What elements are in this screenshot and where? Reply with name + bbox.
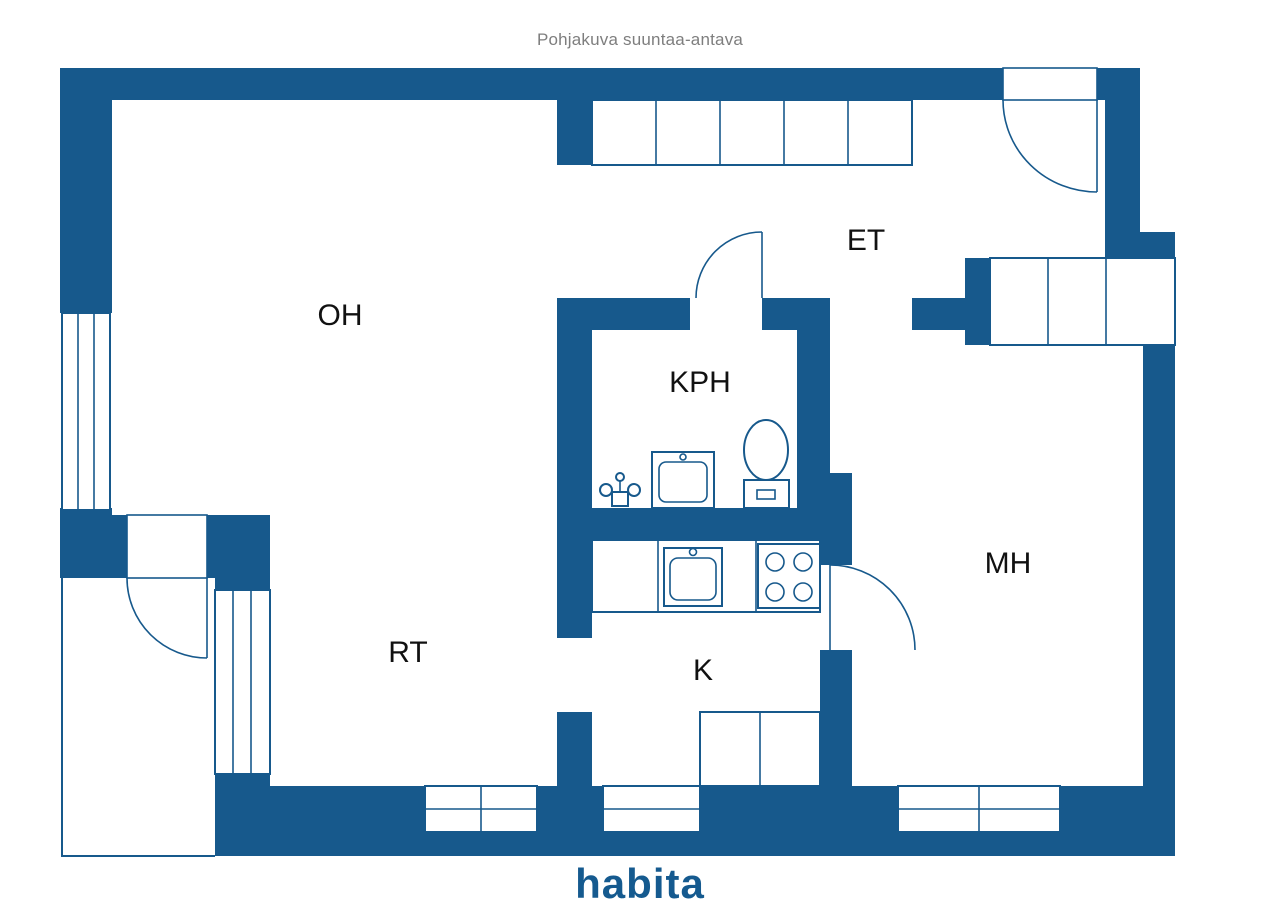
entrance-door-swing-arc xyxy=(1002,99,1098,193)
room-label-kph: KPH xyxy=(669,366,731,399)
faucet-head xyxy=(615,472,625,482)
washbasin-faucet-dot xyxy=(679,453,687,461)
stove-icon xyxy=(757,543,821,609)
et-closet-row xyxy=(591,99,913,166)
windows xyxy=(61,67,1098,833)
bathroom-fixtures xyxy=(599,419,790,509)
wall-kitchen-mh-lower xyxy=(820,650,852,786)
habita-logo: habita xyxy=(575,860,705,905)
faucet-body xyxy=(611,491,629,507)
room-label-mh: MH xyxy=(985,547,1032,580)
stove-burner xyxy=(793,552,813,572)
stove-burner xyxy=(765,582,785,602)
balcony-edge-line xyxy=(61,578,215,857)
wall-center-vertical xyxy=(557,298,592,638)
wall-kitchen-mh-upper xyxy=(820,540,852,565)
mh-closet xyxy=(989,257,1176,346)
room-label-et: ET xyxy=(847,224,885,257)
mh-door-swing-arc xyxy=(829,564,916,651)
wall-left-mid xyxy=(60,508,112,578)
wall-top-left xyxy=(60,68,1003,100)
wall-kph-bottom xyxy=(557,508,830,540)
kph-door-swing-arc xyxy=(695,231,763,299)
window-left xyxy=(61,312,111,511)
wall-stub-window-top xyxy=(215,578,270,590)
wall-stub-center-top xyxy=(557,68,592,165)
room-label-rt: RT xyxy=(388,636,427,669)
wall-stub-window-bottom xyxy=(215,774,270,786)
balcony-door-swing-arc xyxy=(126,577,208,659)
balcony-outline xyxy=(61,578,215,857)
wall-stub-center-bottom xyxy=(557,712,592,786)
kitchen-fixtures xyxy=(591,539,821,613)
balcony-door-opening xyxy=(126,514,208,579)
kitchen-sink-faucet-dot xyxy=(688,547,698,557)
wall-et-mh xyxy=(912,298,965,330)
wall-stub-mh-closet xyxy=(965,258,992,345)
room-labels: OH ET KPH MH RT K xyxy=(318,224,1032,687)
wall-bottom-left-corner xyxy=(215,786,270,856)
wall-right-upper xyxy=(1105,68,1140,240)
faucet-icon xyxy=(599,472,641,507)
room-label-oh: OH xyxy=(318,299,363,332)
doors xyxy=(126,99,1098,659)
window-balcony-side xyxy=(214,589,271,775)
faucet-knob xyxy=(599,483,613,497)
wall-kph-top-left xyxy=(557,298,690,330)
wall-kitchen-corner xyxy=(797,473,852,540)
wall-left-upper xyxy=(60,68,112,313)
toilet-tank-detail xyxy=(756,489,776,500)
room-label-k: K xyxy=(693,654,713,687)
toilet-icon xyxy=(743,419,789,481)
kitchen-sink-basin xyxy=(669,557,717,601)
entrance-door-opening xyxy=(1002,67,1098,101)
faucet-knob xyxy=(627,483,641,497)
toilet-tank xyxy=(743,479,790,509)
plan-disclaimer-title: Pohjakuva suuntaa-antava xyxy=(536,30,744,49)
stove-burner xyxy=(765,552,785,572)
washbasin-bowl xyxy=(658,461,708,503)
closets xyxy=(591,99,1176,787)
stove-burner xyxy=(793,582,813,602)
wall-kph-right xyxy=(797,298,830,473)
